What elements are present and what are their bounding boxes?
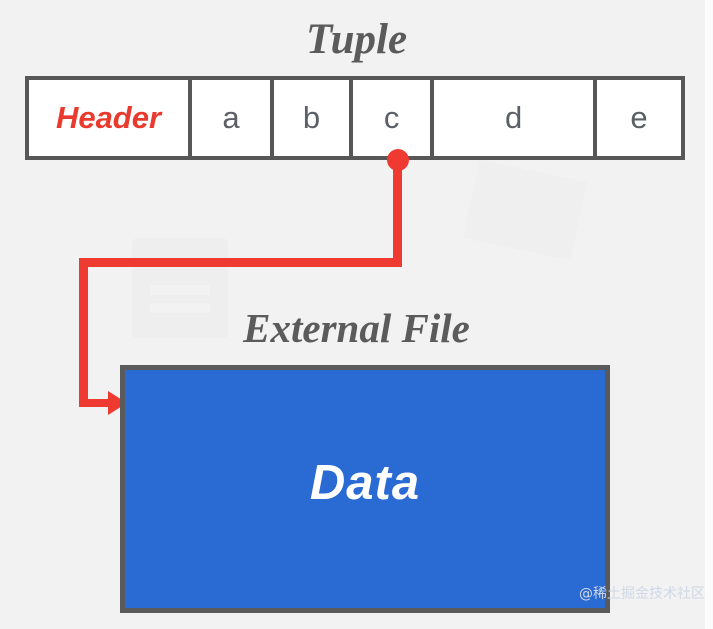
tuple-cell-a: a [191, 80, 274, 156]
tuple-title: Tuple [305, 16, 408, 63]
connector-segment-vertical-1 [393, 158, 402, 266]
background-watermark-shape [150, 303, 210, 313]
page-right-edge [705, 0, 713, 629]
connector-segment-vertical-2 [79, 258, 88, 407]
tuple-cell-c: c [353, 80, 435, 156]
data-box-label: Data [309, 456, 421, 510]
tuple-cell-b: b [274, 80, 354, 156]
site-watermark: @稀土掘金技术社区 [579, 586, 705, 602]
connector-segment-horizontal-1 [79, 258, 402, 267]
tuple-cell-d: d [434, 80, 598, 156]
background-watermark-shape [132, 238, 228, 260]
tuple-table: Header a b c d e [25, 76, 685, 160]
external-file-title: External File [243, 305, 470, 351]
tuple-cell-header: Header [29, 80, 192, 156]
tuple-cell-e: e [597, 80, 681, 156]
external-file-data-box: Data [120, 365, 610, 613]
connector-segment-horizontal-2 [79, 399, 119, 407]
background-watermark-shape [462, 159, 588, 261]
background-watermark-shape [150, 285, 210, 295]
